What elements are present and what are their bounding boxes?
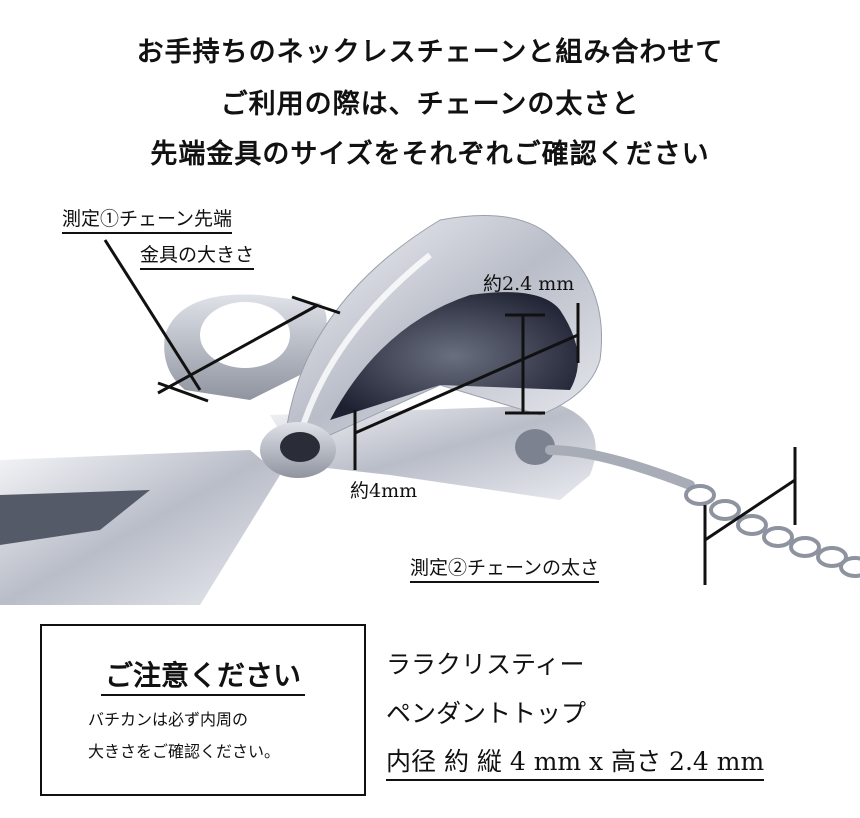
plate [270, 405, 596, 500]
measure-lines [103, 239, 797, 585]
chain [684, 484, 860, 578]
product-name: ララクリスティー [386, 650, 585, 679]
measure1-label-line1: 測定①チェーン先端 [62, 204, 233, 234]
pendant-illustration [0, 215, 860, 605]
height-label: 約2.4 mm [483, 273, 575, 295]
product-size: 内径 約 縦 4 mm x 高さ 2.4 mm [386, 742, 765, 781]
notice-line-2: 大きさをご確認ください。 [88, 742, 281, 761]
product-type: ペンダントトップ [386, 699, 587, 728]
notice-title: ご注意ください [42, 654, 364, 696]
measure1-label-line2: 金具の大きさ [140, 240, 255, 270]
notice-line-1: バチカンは必ず内周の [88, 710, 249, 729]
header-line-2: ご利用の際は、チェーンの太さと [220, 89, 640, 120]
chain-loop [545, 445, 695, 490]
width-label: 約4mm [350, 480, 418, 502]
notice-box: ご注意ください バチカンは必ず内周の 大きさをご確認ください。 [40, 624, 366, 796]
header-line-1: お手持ちのネックレスチェーンと組み合わせて [136, 37, 724, 68]
pendant-body [0, 450, 280, 605]
header-line-3: 先端金具のサイズをそれぞれご確認ください [150, 139, 710, 170]
measure2-label: 測定②チェーンの太さ [410, 553, 600, 583]
